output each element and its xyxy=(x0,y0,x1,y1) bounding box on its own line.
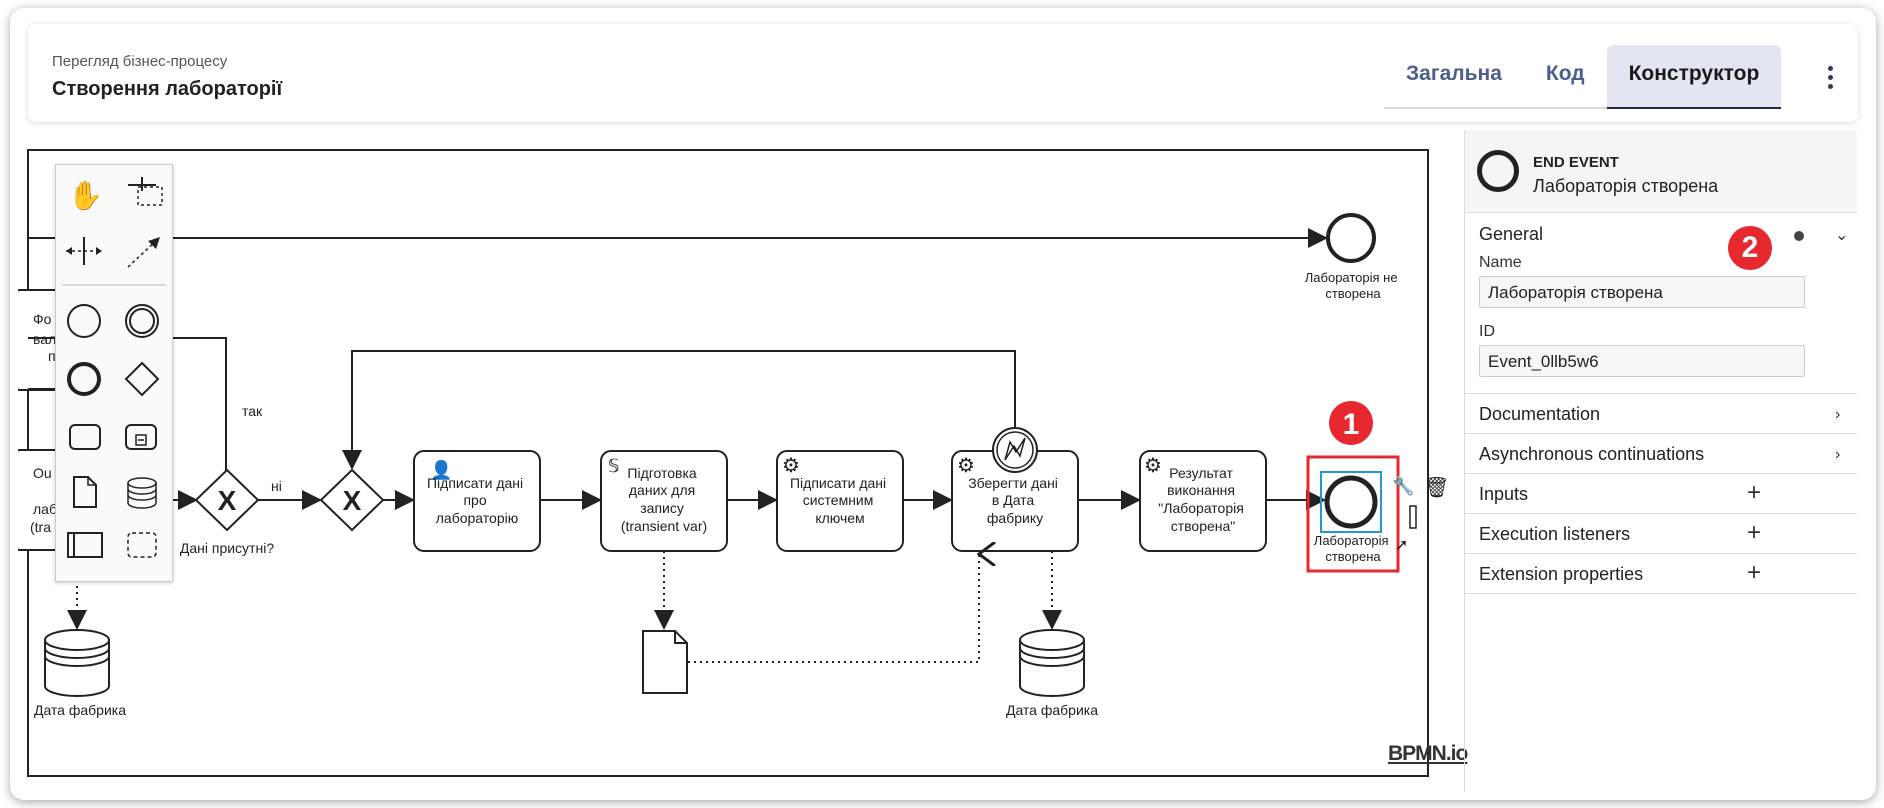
page-subtitle: Перегляд бізнес-процесу xyxy=(52,53,228,70)
data-store-label: Дата фабрика xyxy=(34,702,126,718)
wrench-icon[interactable]: 🔧 xyxy=(1392,475,1414,496)
end-not-created-label: Лабораторія не створена xyxy=(1305,270,1401,301)
group-async[interactable]: Asynchronous continuations › xyxy=(1465,434,1857,474)
annotation-badge-1 xyxy=(1329,401,1373,445)
task-label: Підписати дані системним ключем xyxy=(790,475,890,526)
tab-code[interactable]: Код xyxy=(1545,62,1585,85)
group-icon[interactable] xyxy=(127,532,157,558)
data-store-left[interactable] xyxy=(44,629,110,697)
data-object-icon[interactable] xyxy=(73,476,97,508)
highlight-box xyxy=(1306,455,1400,573)
gateway-label: Дані присутні? xyxy=(180,540,274,556)
flow-label-yes: так xyxy=(242,403,263,419)
end-event-icon[interactable] xyxy=(67,362,101,396)
add-icon[interactable]: + xyxy=(1747,479,1762,506)
gear-icon: ⚙ xyxy=(782,455,800,477)
properties-panel: END EVENT Лабораторія створена General ⌄… xyxy=(1464,130,1857,792)
group-general: General ⌄ Name Лабораторія створена ID E… xyxy=(1465,213,1857,394)
exclusive-gateway-merge[interactable] xyxy=(319,468,385,532)
hand-tool-icon[interactable]: ✋ xyxy=(68,179,103,211)
group-title: Extension properties xyxy=(1479,564,1644,584)
group-execution-listeners[interactable]: Execution listeners + xyxy=(1465,514,1857,554)
boundary-error-event-inner xyxy=(996,431,1034,469)
script-icon: 𝕊 xyxy=(608,456,619,476)
connect-arrow-icon[interactable]: ➚ xyxy=(1395,537,1408,554)
view-tabs: Загальна Код Конструктор xyxy=(1384,45,1782,109)
more-menu-icon[interactable] xyxy=(1828,66,1834,93)
global-connect-tool-icon[interactable] xyxy=(127,237,160,268)
name-label: Name xyxy=(1479,254,1522,271)
task-label: Результат виконання "Лабораторія створен… xyxy=(1158,465,1247,534)
task-label: Зберегти дані в Дата фабрику xyxy=(968,475,1062,526)
data-store-right[interactable] xyxy=(1019,629,1085,697)
flow-label-no: ні xyxy=(271,478,282,494)
chevron-right-icon[interactable]: › xyxy=(1835,446,1841,463)
tab-designer[interactable]: Конструктор xyxy=(1606,45,1782,109)
task-icon[interactable] xyxy=(69,424,101,450)
exclusive-gateway-data-present[interactable] xyxy=(194,468,260,532)
id-field[interactable]: Event_0llb5w6 xyxy=(1479,345,1805,377)
group-title: Asynchronous continuations xyxy=(1479,444,1705,464)
sequence-flow-loop[interactable] xyxy=(342,350,1016,470)
bpmn-canvas[interactable]: Лабораторія не створена Фо вал п Ou лаб … xyxy=(18,138,1464,792)
chevron-right-icon[interactable]: › xyxy=(1835,406,1841,423)
name-field[interactable]: Лабораторія створена xyxy=(1479,276,1805,308)
error-icon xyxy=(1004,437,1026,461)
data-object-fold xyxy=(674,631,687,644)
selection-outline xyxy=(1320,471,1382,533)
element-name: Лабораторія створена xyxy=(1533,176,1719,196)
gateway-icon[interactable] xyxy=(124,361,160,397)
gear-icon: ⚙ xyxy=(1144,455,1162,477)
group-title: Documentation xyxy=(1479,404,1601,424)
tab-general[interactable]: Загальна xyxy=(1406,62,1502,85)
pool-icon[interactable] xyxy=(67,532,103,558)
intermediate-event-icon[interactable] xyxy=(125,304,159,338)
trash-icon[interactable]: 🗑 xyxy=(1424,476,1449,499)
group-documentation[interactable]: Documentation › xyxy=(1465,394,1857,434)
group-title: Inputs xyxy=(1479,484,1529,504)
page-title: Створення лабораторії xyxy=(52,78,283,100)
end-event-icon xyxy=(1477,150,1519,192)
page-header: Перегляд бізнес-процесу Створення лабора… xyxy=(28,24,1858,122)
data-store-icon[interactable] xyxy=(127,477,157,509)
data-store-label: Дата фабрика xyxy=(1006,702,1098,718)
group-title: Execution listeners xyxy=(1479,524,1631,544)
lasso-tool-icon[interactable] xyxy=(128,177,163,206)
element-type: END EVENT xyxy=(1533,154,1619,171)
group-extension-properties[interactable]: Extension properties + xyxy=(1465,554,1857,594)
add-icon[interactable]: + xyxy=(1747,519,1762,546)
chevron-down-icon[interactable]: ⌄ xyxy=(1835,227,1849,244)
add-icon[interactable]: + xyxy=(1747,559,1762,586)
user-icon: 👤 xyxy=(430,459,452,480)
group-inputs[interactable]: Inputs + xyxy=(1465,474,1857,514)
gear-icon: ⚙ xyxy=(957,455,975,477)
modified-dot-icon xyxy=(1794,231,1804,241)
end-event-created[interactable] xyxy=(1324,475,1378,529)
annotation-badge-1-text: 1 xyxy=(1343,408,1360,441)
end-created-label: Лабораторія створена xyxy=(1314,533,1392,564)
space-tool-icon[interactable] xyxy=(66,237,102,265)
id-label: ID xyxy=(1479,323,1495,340)
data-object[interactable] xyxy=(642,630,688,694)
task-partial-label: Ou лаб (tra xyxy=(30,465,61,535)
annotation-badge-2: 2 xyxy=(1728,226,1772,270)
task-label: Підготовка даних для запису (transient v… xyxy=(621,465,707,534)
group-general-title[interactable]: General xyxy=(1479,224,1544,244)
bpmn-io-watermark[interactable]: BPMN.io xyxy=(1388,742,1468,765)
annotation-icon[interactable] xyxy=(1409,505,1417,529)
properties-header: END EVENT Лабораторія створена xyxy=(1465,130,1857,213)
start-event-icon[interactable] xyxy=(67,304,101,338)
end-event-not-created[interactable] xyxy=(1326,213,1376,263)
gateway-x-icon: X xyxy=(343,485,362,516)
subprocess-icon[interactable] xyxy=(125,424,157,450)
gateway-x-icon: X xyxy=(218,485,237,516)
data-association[interactable] xyxy=(688,554,979,663)
tool-palette: ✋ xyxy=(55,164,173,582)
task-partial-label: Фо вал п xyxy=(33,311,60,364)
task-label: Підписати дані про лабораторію xyxy=(427,475,527,526)
